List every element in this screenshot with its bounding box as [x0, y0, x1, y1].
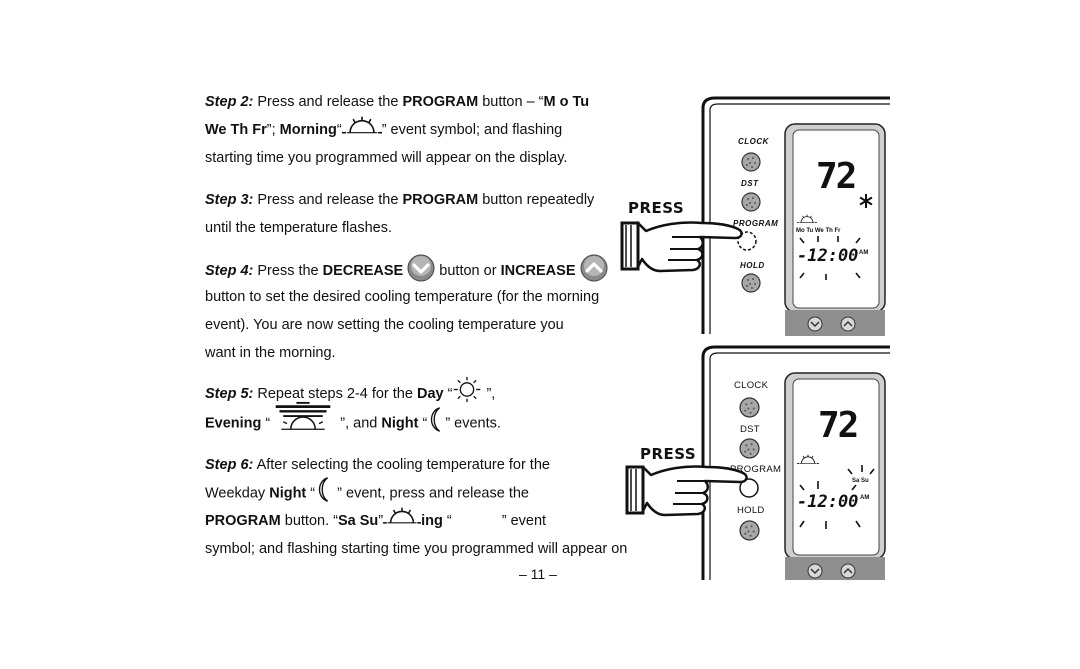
press-label: PRESS [628, 199, 685, 217]
clock-button[interactable] [739, 397, 760, 418]
increase-word: INCREASE [500, 262, 576, 279]
step2-line2: We Th Fr”; Morning“ ” event symbol; and f… [205, 121, 562, 139]
day-word: Day [416, 386, 444, 402]
morning-word: Morning [279, 122, 337, 138]
step3-line2: until the temperature flashes. [205, 220, 392, 236]
step6-text: ” event, press and release the [333, 485, 529, 502]
quote: “ [336, 122, 342, 138]
pointing-hand-icon [625, 445, 755, 525]
step5-text: ”, and [336, 415, 382, 432]
clock-button[interactable] [741, 152, 761, 172]
lcd-temperature: 72 [818, 405, 859, 446]
weekday-days: We Th Fr [205, 122, 267, 138]
evening-word: Evening [205, 415, 262, 432]
decrease-word: DECREASE [322, 262, 404, 279]
clock-label: CLOCK [734, 380, 769, 391]
program-label: PROGRAM [730, 464, 782, 475]
night-word: Night [381, 415, 419, 432]
step6-label: Step 6: [205, 457, 254, 473]
step4-text: button or [439, 262, 501, 279]
lcd-time: -12:00 [797, 246, 859, 266]
flash-marks [799, 236, 861, 280]
press-label: PRESS [640, 445, 697, 463]
step6-text: button. “ [280, 513, 338, 529]
quote: ” [378, 513, 384, 529]
step4-line3: event). You are now setting the cooling … [205, 317, 564, 333]
quote: “ [261, 415, 271, 432]
weekend-days: Sa Su [337, 513, 379, 529]
step6-line2: Weekday Night “ ” event, press and relea… [205, 484, 529, 503]
pointing-hand-icon [620, 201, 750, 281]
program-label: PROGRAM [733, 219, 779, 228]
step6-line4: symbol; and flashing starting time you p… [205, 541, 628, 557]
step3-label: Step 3: [205, 192, 254, 208]
program-word: PROGRAM [402, 94, 479, 110]
lcd-ampm: AM [860, 495, 870, 501]
morning-sun-icon [797, 213, 817, 225]
snowflake-icon [859, 194, 873, 208]
morning-sun-icon [342, 115, 382, 136]
step2-label: Step 2: [205, 94, 254, 110]
step6-text: After selecting the cooling temperature … [256, 457, 550, 473]
step3-line1: Step 3: Press and release the PROGRAM bu… [205, 191, 594, 209]
step6-text: ” event [501, 513, 547, 529]
quote: “ [443, 386, 453, 402]
step5-line2: Evening “ ”, and Night “ ” events. [205, 414, 501, 433]
step3-text: Press and release the [257, 192, 403, 208]
dst-label: DST [741, 179, 759, 188]
weekday-days: M o Tu [543, 94, 590, 110]
step2-text: ” event symbol; and flashing [381, 122, 563, 138]
hold-label: HOLD [740, 261, 765, 270]
night-moon-icon [315, 476, 333, 503]
quote: ”, [482, 386, 496, 402]
page-number: – 11 – [519, 566, 557, 582]
lcd-temperature: 72 [816, 156, 857, 197]
step5-text: Repeat steps 2-4 for the [257, 386, 417, 402]
step2-text: ”; [266, 122, 280, 138]
morning-word-fragment: ing [421, 513, 443, 529]
quote: “ [418, 415, 428, 432]
increase-chevron-icon [580, 254, 608, 282]
flash-marks [799, 465, 875, 529]
thermostat-body [701, 345, 890, 580]
lcd-days: Mo Tu We Th Fr [796, 228, 841, 234]
night-word: Night [269, 485, 307, 502]
step5-label: Step 5: [205, 386, 254, 402]
step2-text: Press and release the [257, 94, 403, 110]
dst-label: DST [740, 424, 760, 435]
step4-text: Press the [257, 262, 323, 279]
step4-line2: button to set the desired cooling temper… [205, 289, 600, 305]
step2-line1: Step 2: Press and release the PROGRAM bu… [205, 93, 589, 111]
program-word: PROGRAM [205, 513, 281, 529]
step5-text: ” events. [445, 415, 501, 432]
step6-line1: Step 6: After selecting the cooling temp… [205, 456, 550, 474]
program-word: PROGRAM [402, 192, 479, 208]
thermostat-body [701, 96, 890, 336]
decrease-chevron-icon [407, 254, 435, 282]
step4-label: Step 4: [205, 262, 254, 279]
step2-text: button – “ [478, 94, 544, 110]
quote: “ [442, 513, 452, 529]
night-moon-icon [427, 406, 445, 433]
program-button[interactable] [736, 230, 758, 252]
step3-text: button repeatedly [478, 192, 595, 208]
lcd-ampm: AM [859, 250, 869, 256]
quote: “ [306, 485, 316, 502]
thermostat-figure-1: PRESS CLOCK DST PROGRAM HOLD 72 Mo Tu We… [620, 96, 890, 336]
step4-line1: Step 4: Press the DECREASE button or INC… [205, 260, 608, 282]
lcd-days: Sa Su [852, 478, 869, 484]
step6-line3: PROGRAM button. “Sa Su” ing “ ” event [205, 512, 546, 530]
lcd-time: -12:00 [797, 492, 859, 512]
step2-line3: starting time you programmed will appear… [205, 150, 568, 166]
step6-text: Weekday [205, 485, 270, 502]
program-button[interactable] [738, 477, 760, 499]
step4-line4: want in the morning. [205, 345, 336, 361]
day-sun-icon [452, 376, 482, 403]
morning-sun-icon [383, 506, 421, 526]
evening-sun-icon [270, 401, 336, 433]
clock-label: CLOCK [738, 137, 769, 146]
step5-line1: Step 5: Repeat steps 2-4 for the Day “ ”… [205, 385, 495, 403]
thermostat-figure-2: PRESS CLOCK DST PROGRAM HOLD 72 Sa Su -1… [620, 345, 890, 580]
hold-label: HOLD [737, 505, 765, 516]
